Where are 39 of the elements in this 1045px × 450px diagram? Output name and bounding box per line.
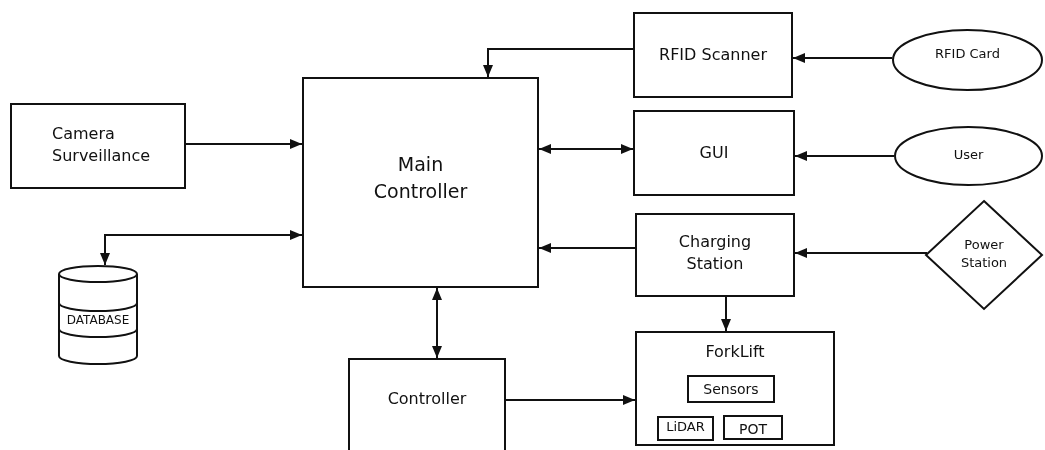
node-label: Charging Station — [677, 231, 753, 275]
process-box — [687, 375, 775, 403]
node-label: GUI — [698, 142, 730, 164]
arrow — [100, 230, 303, 266]
process-box — [633, 12, 793, 98]
node-label: Sensors — [702, 380, 760, 399]
database-cylinder — [58, 265, 138, 365]
node-label: POT — [738, 420, 768, 439]
node-label: Camera Surveillance — [52, 123, 152, 167]
node-label: Main Controller — [372, 152, 469, 204]
terminal-ellipse — [892, 29, 1043, 91]
node-label: RFID Card — [934, 45, 1001, 63]
arrow — [538, 243, 636, 253]
arrow — [792, 53, 894, 63]
arrow — [483, 48, 634, 78]
arrow — [794, 151, 895, 161]
node-label: Power Station — [959, 236, 1009, 272]
arrow — [721, 296, 731, 332]
node-label: Controller — [386, 388, 468, 410]
decision-diamond — [925, 200, 1043, 310]
process-box — [723, 415, 783, 440]
node-label: ForkLift — [704, 341, 766, 363]
arrow — [538, 144, 634, 154]
node-label: LiDAR — [665, 418, 706, 436]
arrow — [505, 395, 636, 405]
terminal-ellipse — [894, 126, 1043, 186]
node-label: RFID Scanner — [658, 44, 768, 66]
arrow — [794, 248, 929, 258]
process-box — [10, 103, 186, 189]
arrow — [432, 287, 442, 359]
process-box — [633, 110, 795, 196]
arrow — [185, 139, 303, 149]
container-box — [635, 331, 835, 446]
process-box — [348, 358, 506, 450]
node-label: User — [952, 146, 985, 164]
process-box — [657, 416, 714, 441]
process-box — [635, 213, 795, 297]
process-box — [302, 77, 539, 288]
node-label: DATABASE — [65, 312, 131, 328]
